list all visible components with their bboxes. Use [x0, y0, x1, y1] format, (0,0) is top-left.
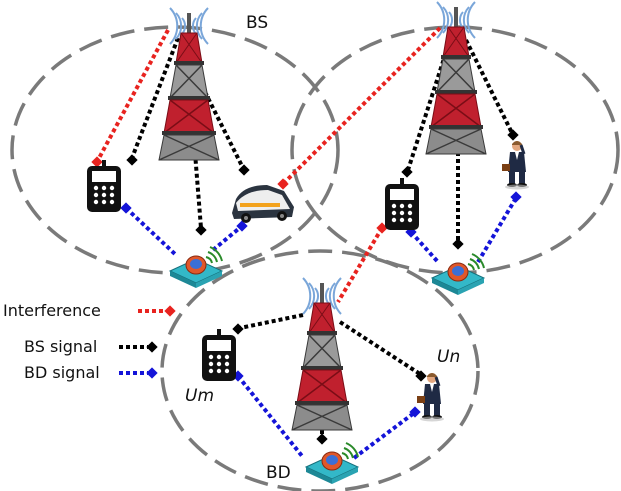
legend-bs-signal-marker [146, 341, 158, 353]
label-un: Un [437, 347, 460, 367]
interference-link [336, 226, 384, 304]
bs-signal-endpoint [238, 164, 250, 176]
bd-signal-link [352, 411, 416, 460]
car-icon [232, 185, 294, 223]
legend: Interference BS signal BD signal [3, 301, 176, 382]
legend-bd-signal-label: BD signal [24, 363, 100, 382]
phone-icon [385, 178, 419, 230]
bd-signal-link [211, 224, 244, 252]
legend-interference-marker [164, 305, 176, 317]
bs-signal-link [203, 91, 245, 169]
bs-signal-link [130, 37, 180, 159]
bs-signal-link [464, 39, 514, 134]
bd-signal-endpoint [510, 191, 522, 203]
interference-endpoint [91, 156, 103, 168]
legend-bs-signal-label: BS signal [24, 337, 97, 356]
phone-icon [202, 329, 236, 381]
label-bs: BS [246, 13, 268, 33]
bd-signal-endpoint [120, 202, 132, 214]
phone-icon [87, 160, 121, 212]
label-um: Um [185, 386, 214, 406]
cell-boundary-bottom [160, 249, 480, 491]
person-icon [500, 139, 531, 191]
bd-signal-link [124, 206, 178, 257]
legend-bd-signal-marker [146, 367, 158, 379]
tower-icon [291, 277, 353, 431]
backscatter-device-icon [431, 253, 485, 296]
bs-signal-endpoint [195, 224, 207, 236]
bd-signal-link [476, 196, 518, 264]
bd-signal-link [409, 230, 440, 264]
bs-signal-endpoint [452, 238, 464, 250]
interference-link [283, 26, 442, 184]
label-bd: BD [266, 463, 291, 483]
bs-signal-endpoint [316, 433, 328, 445]
interference-link [96, 29, 170, 161]
backscatter-device-icon [305, 442, 359, 485]
bs-signal-link [239, 313, 304, 330]
bs-signal-endpoint [401, 166, 413, 178]
bs-signal-endpoint [126, 154, 138, 166]
bd-signal-link [236, 374, 304, 458]
legend-interference-label: Interference [3, 301, 101, 320]
tower-icon [425, 1, 487, 155]
interference-endpoint [277, 178, 289, 190]
bs-signal-endpoint [232, 323, 244, 335]
bs-signal-link [338, 320, 422, 376]
